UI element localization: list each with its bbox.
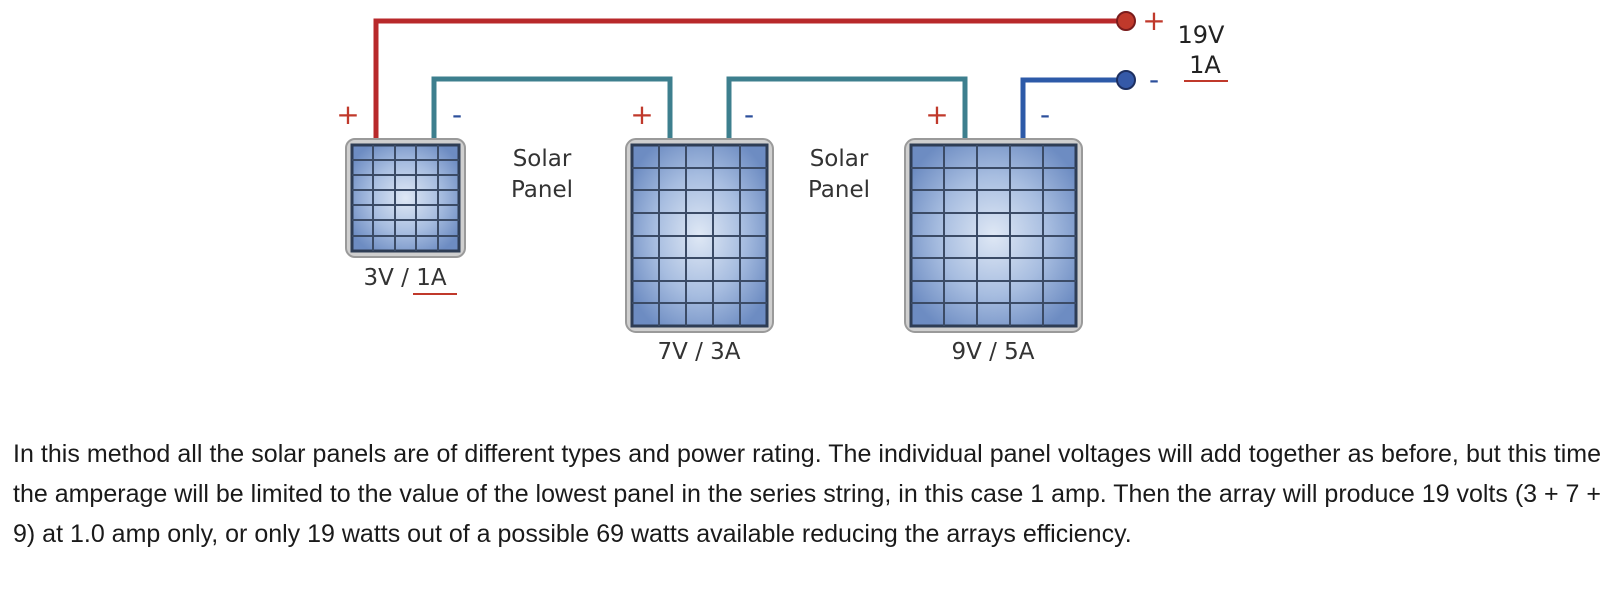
- panel2-minus-sign: -: [744, 98, 754, 131]
- panel1-voltage: 3V: [363, 265, 394, 291]
- panel-cells: [350, 143, 461, 253]
- panel1-minus-sign: -: [452, 98, 462, 131]
- panel2-rating: 7V / 3A: [657, 339, 740, 365]
- solar-panel-label-1-line1: Solar: [513, 146, 572, 172]
- panel-grid: [632, 145, 767, 326]
- solar-panel-2: [625, 138, 774, 333]
- positive-output-wire: [373, 18, 1125, 140]
- panel1-plus-sign: +: [336, 98, 359, 131]
- panel3-rating: 9V / 5A: [951, 339, 1034, 365]
- solar-panel-label-1-line2: Panel: [511, 177, 573, 203]
- series-wiring-diagram: + - 19V 1A + - + - + - Solar Panel Solar…: [336, 4, 1228, 365]
- output-current: 1A: [1189, 51, 1221, 79]
- panel-grid: [352, 145, 459, 251]
- solar-panel-label-2-line2: Panel: [808, 177, 870, 203]
- output-minus-sign: -: [1149, 63, 1159, 96]
- panel1-rating: 3V / 1A: [363, 265, 446, 291]
- connector-wire-2-3: [726, 76, 968, 140]
- output-voltage: 19V: [1178, 21, 1226, 49]
- solar-panel-3: [904, 138, 1083, 333]
- negative-terminal: [1116, 70, 1136, 90]
- panel1-sep: /: [394, 265, 416, 291]
- panel-grid: [911, 145, 1076, 326]
- solar-panel-1: [345, 138, 466, 258]
- positive-terminal: [1116, 11, 1136, 31]
- output-plus-sign: +: [1142, 4, 1165, 37]
- negative-output-wire: [1020, 77, 1125, 140]
- connector-wire-1-2: [431, 76, 673, 140]
- panel2-plus-sign: +: [630, 98, 653, 131]
- solar-panel-label-2-line1: Solar: [810, 146, 869, 172]
- panel3-minus-sign: -: [1040, 98, 1050, 131]
- panel1-current: 1A: [416, 265, 447, 291]
- description-paragraph: In this method all the solar panels are …: [13, 440, 1601, 548]
- panel3-plus-sign: +: [925, 98, 948, 131]
